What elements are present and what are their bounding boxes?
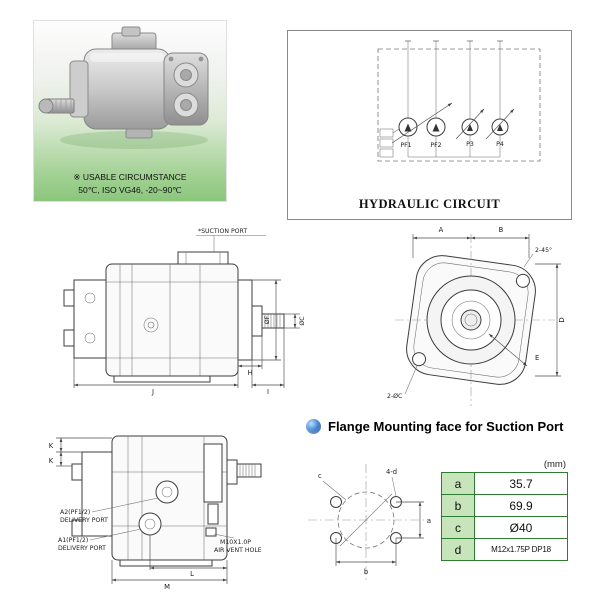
dim-value-b: 69.9 (474, 494, 568, 517)
pump-body-side (105, 263, 239, 377)
blue-sphere-icon (306, 419, 321, 434)
delivery-port-a1 (138, 512, 162, 536)
dim-key-a: a (441, 472, 475, 495)
valve-stack-symbol (379, 128, 400, 158)
pump-symbol-pf1 (398, 117, 418, 137)
side-view-drawing: *SUCTION PORT ØF (63, 228, 306, 396)
delivery-port-a2 (155, 480, 179, 504)
flange-drawing: c 4-d a b (308, 464, 431, 580)
dim-label-k2: K (49, 457, 54, 465)
dim-value-c: Ø40 (474, 516, 568, 539)
dim-value-d: M12x1.75P DP18 (474, 538, 568, 561)
table-row-c: c Ø40 (441, 516, 568, 539)
dim-label-oc: ØC (298, 316, 306, 325)
front-view-drawing: A B 2-45° D E 2-ØC (387, 226, 566, 406)
flange-dimension-table: a 35.7 b 69.9 c Ø40 d M12x1.75P DP18 (441, 472, 568, 561)
table-row-b: b 69.9 (441, 494, 568, 517)
chamfer-note: 2-45° (535, 246, 552, 254)
table-unit-label: (mm) (543, 459, 566, 470)
hydraulic-circuit-panel: PF1 PF2 P3 P4 HYDRAULIC CIRCUIT (287, 30, 572, 220)
dim-label-d: D (558, 317, 566, 322)
dim-label-l: L (190, 570, 194, 578)
dim-label-a: A (439, 226, 444, 234)
flange-label-b: b (364, 568, 368, 576)
suction-bore-circle (337, 491, 395, 549)
flange-label-c: c (318, 472, 322, 480)
pump-label-pf2: PF2 (430, 142, 441, 149)
bolt-hole-note: 2-ØC (387, 392, 402, 400)
dim-label-j: J (151, 388, 154, 396)
a1-port-label-line1: A1(PF1/2) (58, 537, 88, 544)
pump-photo-illustration (38, 26, 209, 149)
flange-label-a: a (427, 517, 431, 525)
dim-value-a: 35.7 (474, 472, 568, 495)
flange-section-title: Flange Mounting face for Suction Port (328, 419, 564, 434)
pump-label-p4: P4 (496, 141, 504, 148)
pump-symbol-p4 (491, 118, 509, 136)
a1-port-label-line2: DELIVERY PORT (58, 545, 106, 552)
table-row-d: d M12x1.75P DP18 (441, 538, 568, 561)
dim-key-b: b (441, 494, 475, 517)
dim-label-m: M (164, 583, 170, 591)
air-vent-plug (205, 527, 217, 537)
note-line-2: 50℃, ISO VG46, -20~90℃ (78, 184, 182, 195)
pump-label-p3: P3 (466, 141, 474, 148)
dim-key-c: c (441, 516, 475, 539)
bolt-hole (330, 496, 342, 508)
dim-label-k1: K (49, 442, 54, 450)
dim-label-b: B (499, 226, 504, 234)
pump-shadow (60, 131, 208, 149)
pump-label-pf1: PF1 (400, 142, 411, 149)
hydraulic-circuit-title: HYDRAULIC CIRCUIT (358, 197, 501, 211)
hydraulic-circuit-diagram: PF1 PF2 P3 P4 (377, 40, 541, 162)
pump-symbol-p3 (461, 118, 479, 136)
suction-port-label: *SUCTION PORT (198, 228, 247, 235)
dim-key-d: d (441, 538, 475, 561)
air-vent-label-line2: AIR VENT HOLE (214, 547, 262, 554)
air-vent-label-line1: M10X1.0P (220, 539, 251, 546)
dim-label-e: E (535, 354, 539, 362)
a2-port-label-line2: DELIVERY PORT (60, 517, 108, 524)
dim-label-i: I (267, 388, 269, 396)
usable-circumstance-note: ※ USABLE CIRCUMSTANCE 50℃, ISO VG46, -20… (34, 171, 226, 197)
flange-label-4d: 4-d (386, 468, 397, 476)
rear-view-drawing: K K A2(PF1/2) DELIVERY PORT A1(PF1/2) DE… (49, 435, 262, 591)
flange-dimension-table-wrap: (mm) a 35.7 b 69.9 c Ø40 d M12x1.75P DP1… (441, 459, 568, 561)
dim-label-of: ØF (263, 315, 271, 324)
flange-section-heading: Flange Mounting face for Suction Port (306, 419, 563, 434)
table-row-a: a 35.7 (441, 472, 568, 495)
shaft-side (261, 313, 285, 329)
a2-port-label-line1: A2(PF1/2) (60, 509, 90, 516)
pump-photo-panel: ※ USABLE CIRCUMSTANCE 50℃, ISO VG46, -20… (33, 20, 227, 202)
dim-label-h: H (247, 369, 252, 377)
pump-symbol-pf2 (426, 117, 446, 137)
note-line-1: ※ USABLE CIRCUMSTANCE (73, 171, 187, 182)
